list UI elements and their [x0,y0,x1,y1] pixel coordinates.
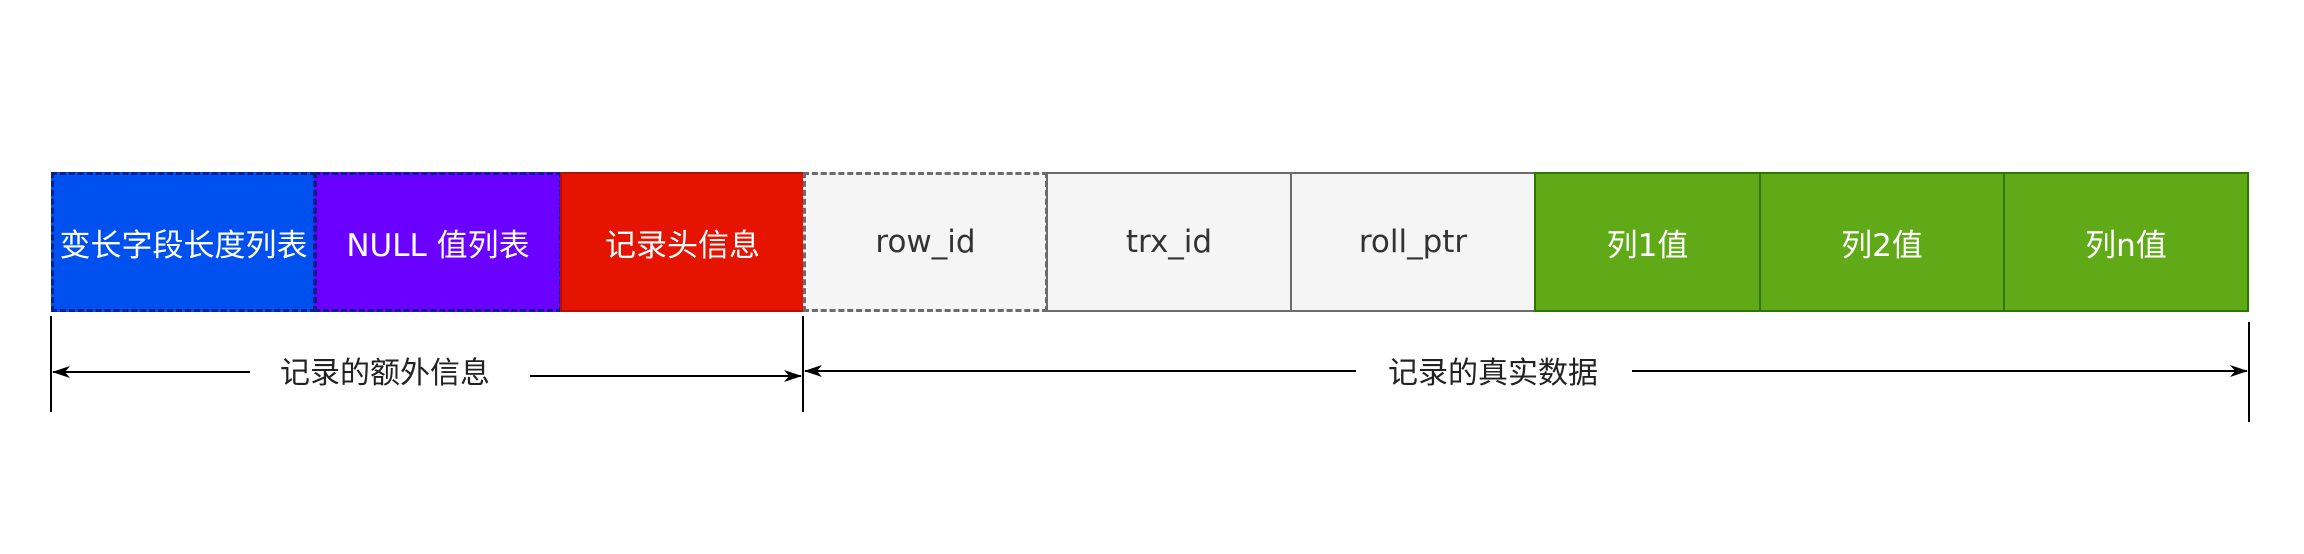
column-2-value-cell: 列2值 [1759,172,2005,312]
null-value-list-cell: NULL 值列表 [314,172,562,312]
cell-label: NULL 值列表 [346,227,530,264]
record-header-cell: 记录头信息 [560,172,805,312]
cell-label: 变长字段长度列表 [59,227,308,264]
extra-info-label: 记录的额外信息 [270,348,500,392]
column-n-value-cell: 列n值 [2003,172,2249,312]
row-id-cell: row_id [803,172,1048,312]
cell-label: row_id [875,224,976,260]
cell-label: 列n值 [2085,227,2167,264]
roll-ptr-cell: roll_ptr [1290,172,1536,312]
cell-label: trx_id [1125,224,1213,260]
trx-id-cell: trx_id [1046,172,1292,312]
cell-label: 记录头信息 [605,227,760,264]
cell-label: roll_ptr [1358,224,1468,260]
cell-label: 列1值 [1606,227,1689,264]
cell-label: 列2值 [1841,227,1923,264]
column-1-value-cell: 列1值 [1534,172,1761,312]
real-data-label: 记录的真实数据 [1378,348,1608,392]
variable-length-field-list-cell: 变长字段长度列表 [51,172,316,312]
